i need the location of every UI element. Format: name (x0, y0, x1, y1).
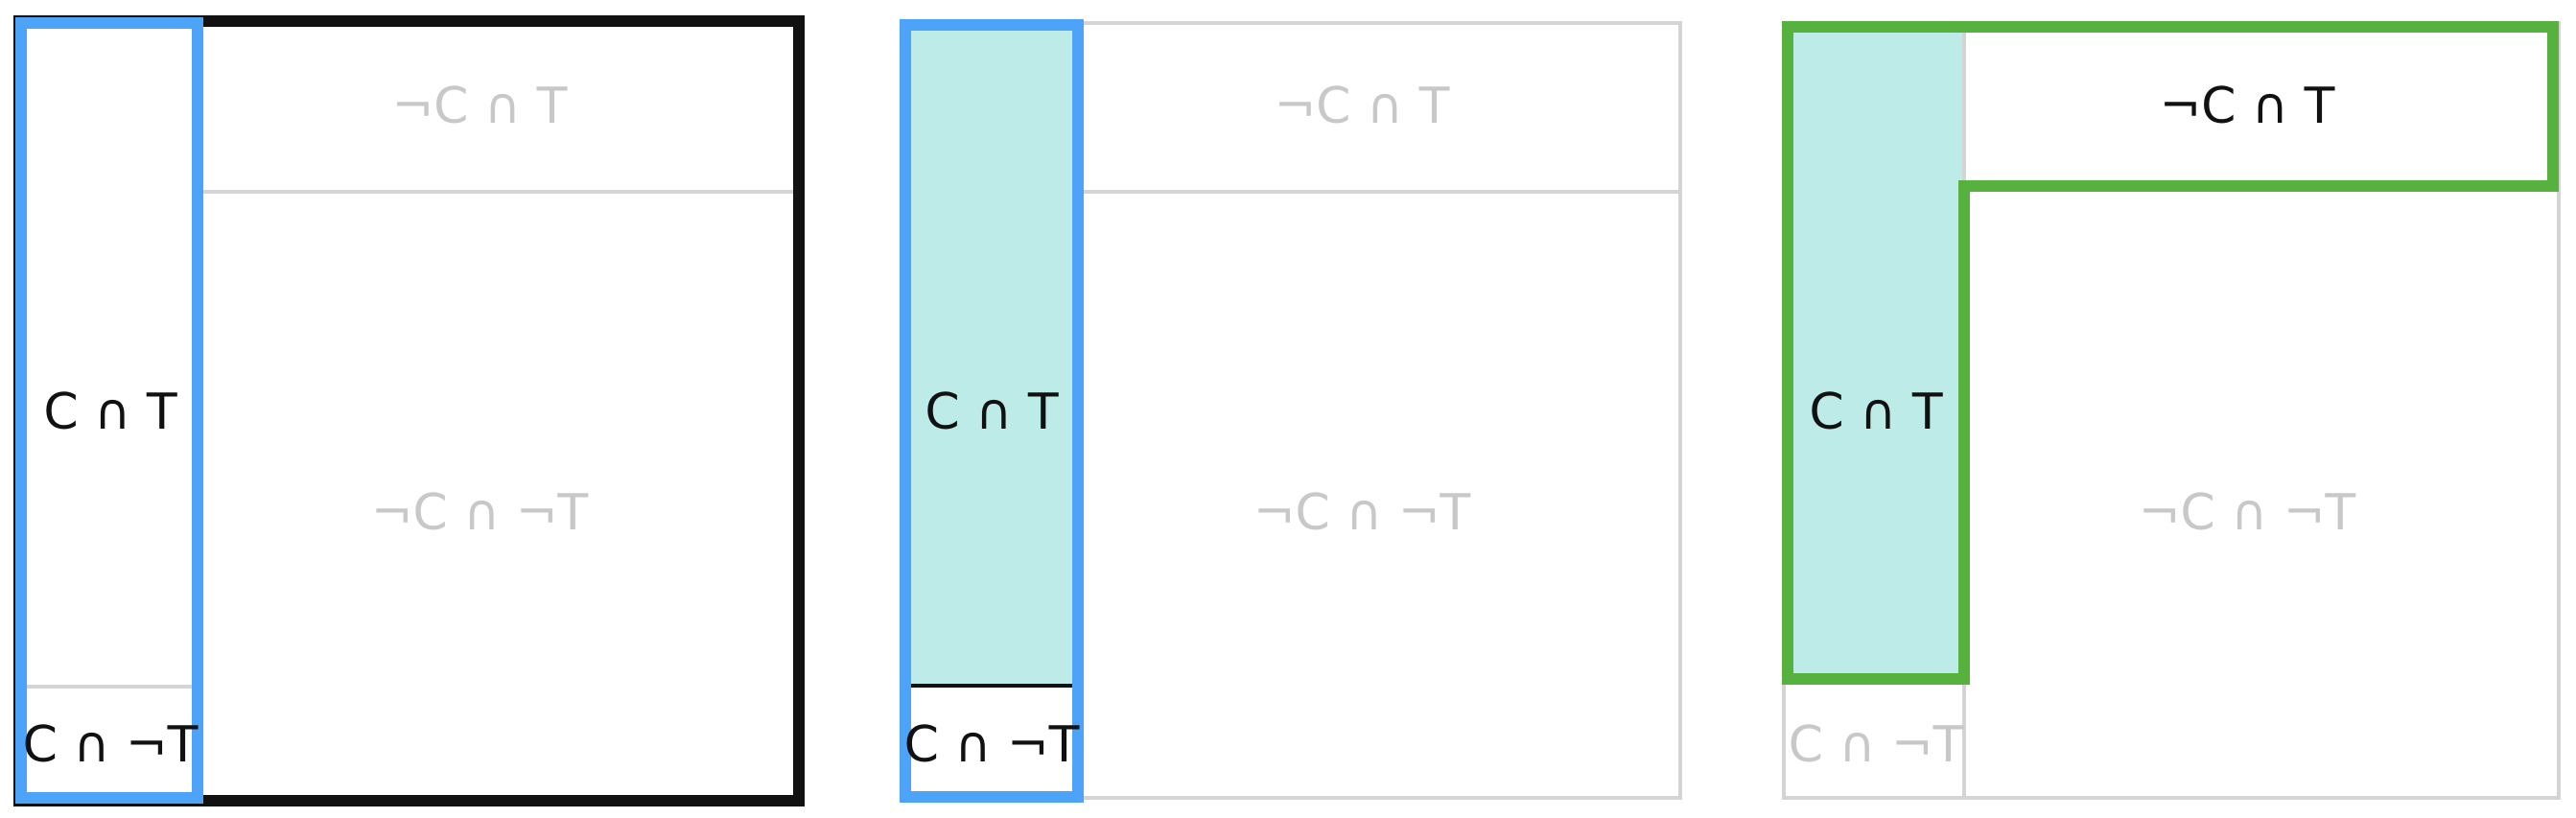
panel-3-green-highlight (1782, 21, 2559, 685)
panel-3-label-not-c-and-t: ¬C ∩ T (2160, 78, 2335, 135)
panel-3-label-not-c-and-not-t: ¬C ∩ ¬T (2139, 484, 2356, 542)
panel-1-label-c-and-not-t: C ∩ ¬T (23, 716, 199, 774)
panel-3-label-c-and-not-t: C ∩ ¬T (1789, 716, 1964, 774)
panel-1-blue-highlight (15, 17, 203, 804)
panel-3-teal-fill (1790, 29, 1962, 677)
panel-1-label-not-c-and-t: ¬C ∩ T (392, 78, 568, 135)
panel-2-blue-highlight (900, 19, 1084, 803)
panel-3-label-c-and-t: C ∩ T (1809, 384, 1942, 441)
panel-2-label-not-c-and-t: ¬C ∩ T (1275, 78, 1450, 135)
panel-2-teal-fill (906, 29, 1072, 685)
panel-1-label-c-and-t: C ∩ T (43, 384, 176, 441)
panel-2-label-c-and-not-t: C ∩ ¬T (904, 716, 1080, 774)
panel-2-label-not-c-and-not-t: ¬C ∩ ¬T (1253, 484, 1471, 542)
panel-3: C ∩ T C ∩ ¬T ¬C ∩ T ¬C ∩ ¬T (1782, 21, 2561, 800)
panel-2-label-c-and-t: C ∩ T (925, 384, 1058, 441)
panel-2: C ∩ T C ∩ ¬T ¬C ∩ T ¬C ∩ ¬T (900, 19, 1682, 803)
panel-1-label-not-c-and-not-t: ¬C ∩ ¬T (371, 484, 589, 542)
panel-1: C ∩ T C ∩ ¬T ¬C ∩ T ¬C ∩ ¬T (13, 15, 805, 806)
